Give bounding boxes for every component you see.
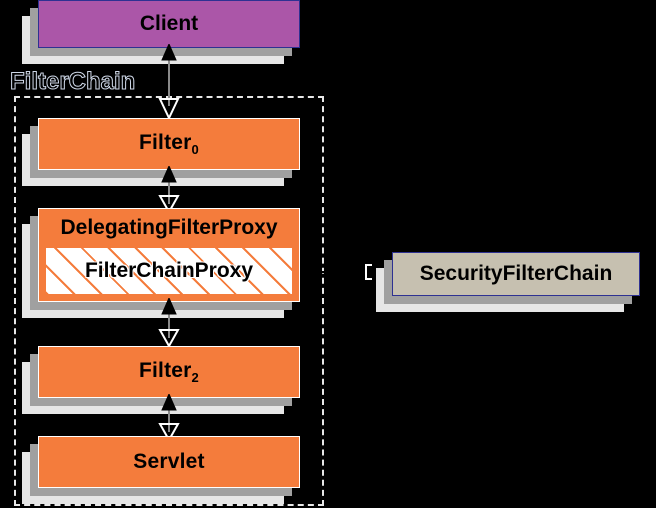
node-filter-2[interactable]: Filter2 xyxy=(22,346,300,414)
dfp-box: DelegatingFilterProxy FilterChainProxy xyxy=(38,208,300,302)
filter-chain-proxy-label: FilterChainProxy xyxy=(84,259,254,282)
servlet-label: Servlet xyxy=(133,450,205,473)
connector-delegating-filter-proxy-to-filter2 xyxy=(158,298,180,348)
client-box: Client xyxy=(38,0,300,48)
connector-client-to-filter0 xyxy=(158,44,180,120)
node-delegating-filter-proxy[interactable]: DelegatingFilterProxy FilterChainProxy xyxy=(22,208,300,318)
connector-filter2-to-servlet xyxy=(158,394,180,442)
servlet-box: Servlet xyxy=(38,436,300,488)
node-filter-chain-proxy[interactable]: FilterChainProxy xyxy=(45,247,293,295)
filter0-subscript: 0 xyxy=(191,142,199,158)
connector-filter0-to-delegating-filter-proxy xyxy=(158,166,180,214)
client-label: Client xyxy=(139,12,199,35)
node-security-filter-chain[interactable]: SecurityFilterChain xyxy=(376,252,640,312)
delegating-filter-proxy-label: DelegatingFilterProxy xyxy=(60,216,278,239)
filter0-label: Filter0 xyxy=(139,130,199,158)
security-filter-chain-label: SecurityFilterChain xyxy=(419,262,613,285)
filter2-subscript: 2 xyxy=(191,370,199,386)
node-filter-0[interactable]: Filter0 xyxy=(22,118,300,186)
security-filter-chain-box: SecurityFilterChain xyxy=(392,252,640,296)
connector-filter-chain-to-security-filter-chain xyxy=(322,263,384,281)
filter2-box: Filter2 xyxy=(38,346,300,398)
node-servlet[interactable]: Servlet xyxy=(22,436,300,504)
filter-chain-group-label: FilterChain xyxy=(9,68,136,96)
node-client[interactable]: Client xyxy=(22,0,300,64)
filter0-box: Filter0 xyxy=(38,118,300,170)
filter2-label: Filter2 xyxy=(139,358,199,386)
